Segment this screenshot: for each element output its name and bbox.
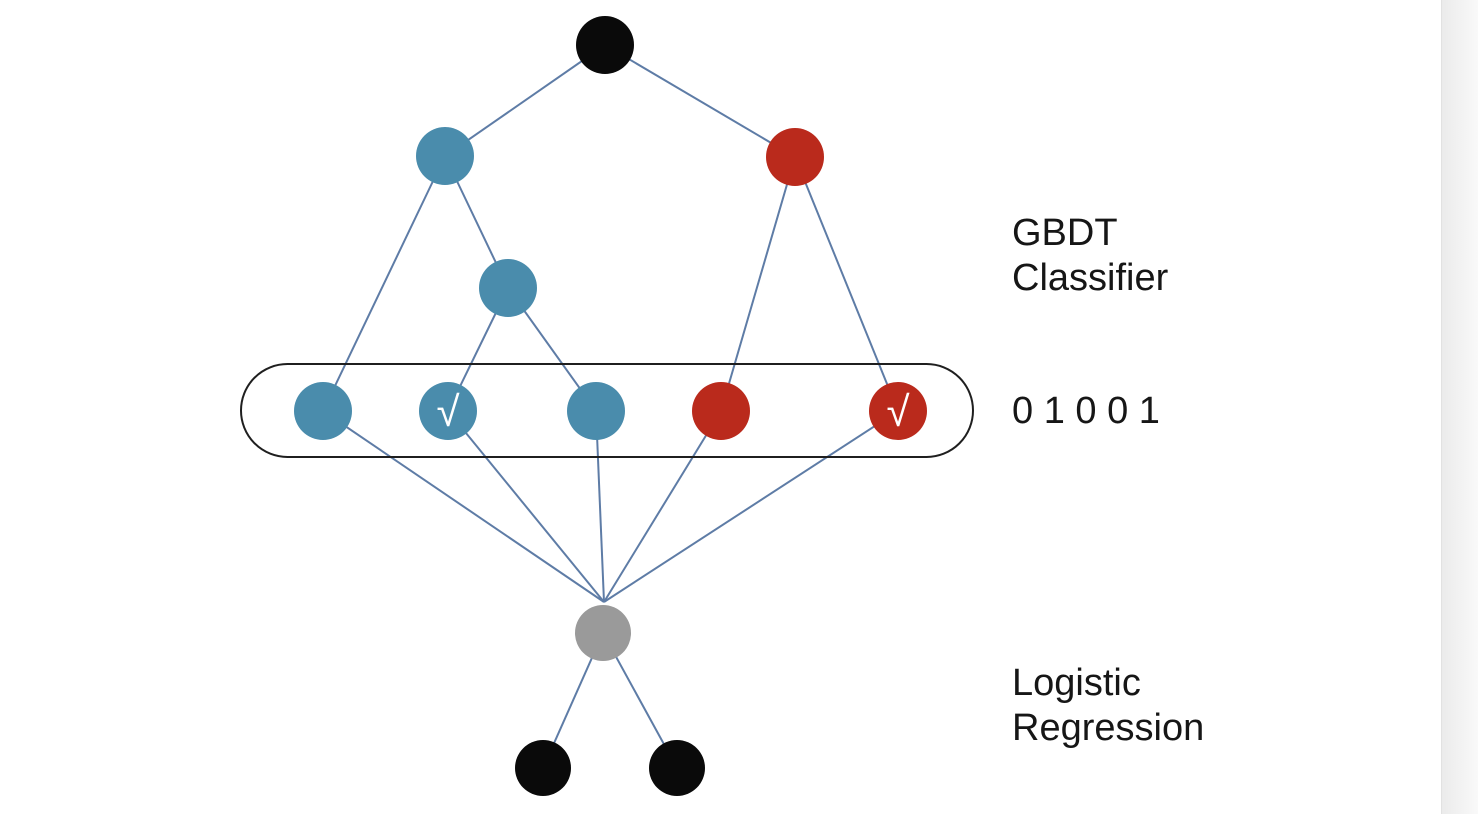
node-leaf-4 — [692, 382, 750, 440]
logistic-regression-label: Logistic Regression — [1012, 661, 1204, 751]
checkmark-icon-leaf-5: √ — [886, 388, 910, 435]
edge-gbdt-root-to-tree-right-top — [604, 44, 796, 158]
node-tree-left-mid — [479, 259, 537, 317]
gbdt-label-line1: GBDT — [1012, 212, 1118, 254]
gbdt-classifier-label: GBDT Classifier — [1012, 211, 1168, 301]
leaf-vector-label: 0 1 0 0 1 — [1012, 390, 1160, 432]
edge-gbdt-root-to-tree-left-top — [444, 44, 606, 157]
node-leaf-1 — [294, 382, 352, 440]
node-tree-right-top — [766, 128, 824, 186]
edge-leaf-1-to-lr-unit — [322, 410, 605, 603]
edge-leaf-3-to-lr-unit — [595, 410, 605, 603]
node-tree-left-top — [416, 127, 474, 185]
slide-right-edge-shadow — [1441, 0, 1478, 814]
gbdt-label-line2: Classifier — [1012, 257, 1169, 299]
edge-tree-right-top-to-leaf-5 — [794, 156, 899, 412]
node-output-left — [515, 740, 571, 796]
edge-leaf-5-to-lr-unit — [603, 410, 899, 603]
node-leaf-5 — [869, 382, 927, 440]
node-leaf-2 — [419, 382, 477, 440]
edge-tree-left-top-to-leaf-1 — [322, 155, 446, 412]
node-leaf-3 — [567, 382, 625, 440]
lr-label-line1: Logistic — [1012, 662, 1141, 704]
leaf-vector-container — [240, 363, 974, 458]
node-lr-unit — [575, 605, 631, 661]
node-gbdt-root — [576, 16, 634, 74]
edge-leaf-2-to-lr-unit — [447, 410, 605, 603]
edge-tree-right-top-to-leaf-4 — [720, 156, 796, 412]
checkmark-icon-leaf-2: √ — [436, 388, 460, 435]
lr-label-line2: Regression — [1012, 707, 1205, 749]
node-output-right — [649, 740, 705, 796]
edge-leaf-4-to-lr-unit — [603, 410, 722, 603]
